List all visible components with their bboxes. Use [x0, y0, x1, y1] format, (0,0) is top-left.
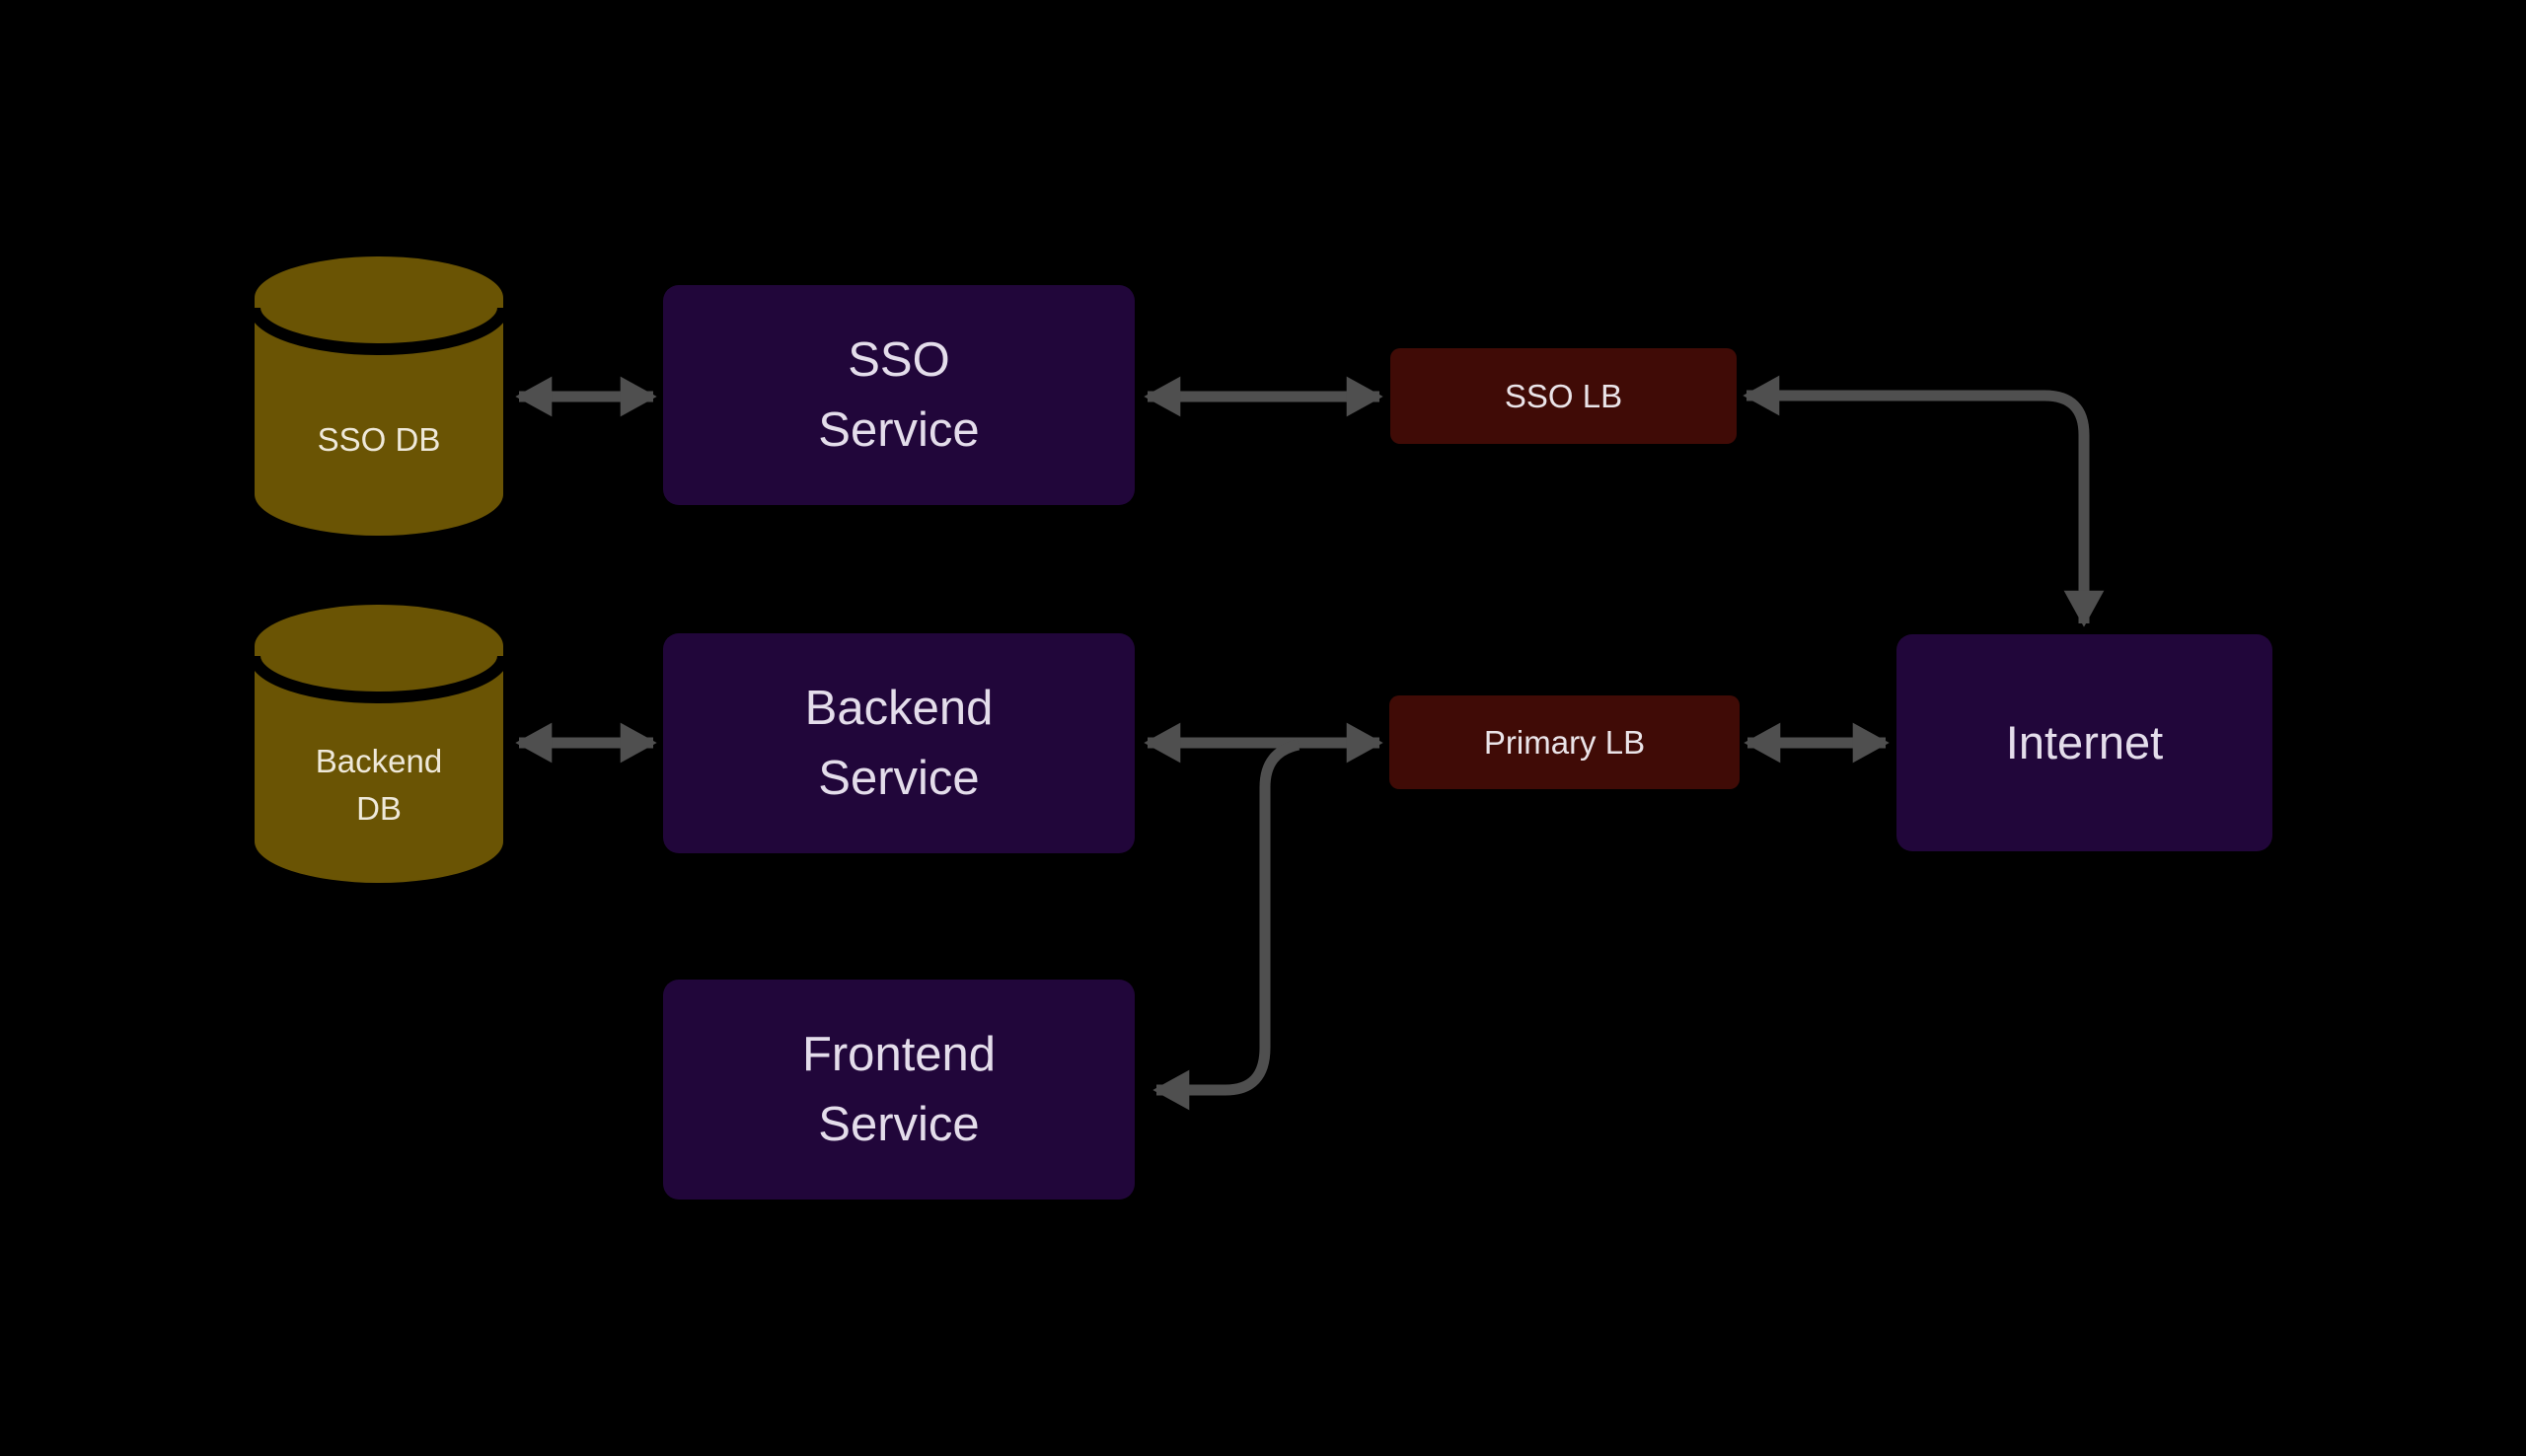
node-sso-lb-shape	[1390, 348, 1737, 444]
node-internet-shape	[1896, 634, 2272, 851]
node-backend-service-shape	[663, 633, 1135, 853]
node-sso-db-shape	[255, 256, 503, 536]
node-backend-db-seam	[249, 655, 509, 703]
node-frontend-service-shape	[663, 980, 1135, 1200]
node-primary-lb-shape	[1389, 695, 1740, 789]
edge-sso-lb--internet	[1743, 375, 2105, 627]
node-backend-db-shape	[255, 605, 503, 883]
node-sso-service-shape	[663, 285, 1135, 505]
node-sso-db-seam	[249, 307, 509, 355]
edge-primary-lb--frontend-service	[1152, 739, 1300, 1111]
